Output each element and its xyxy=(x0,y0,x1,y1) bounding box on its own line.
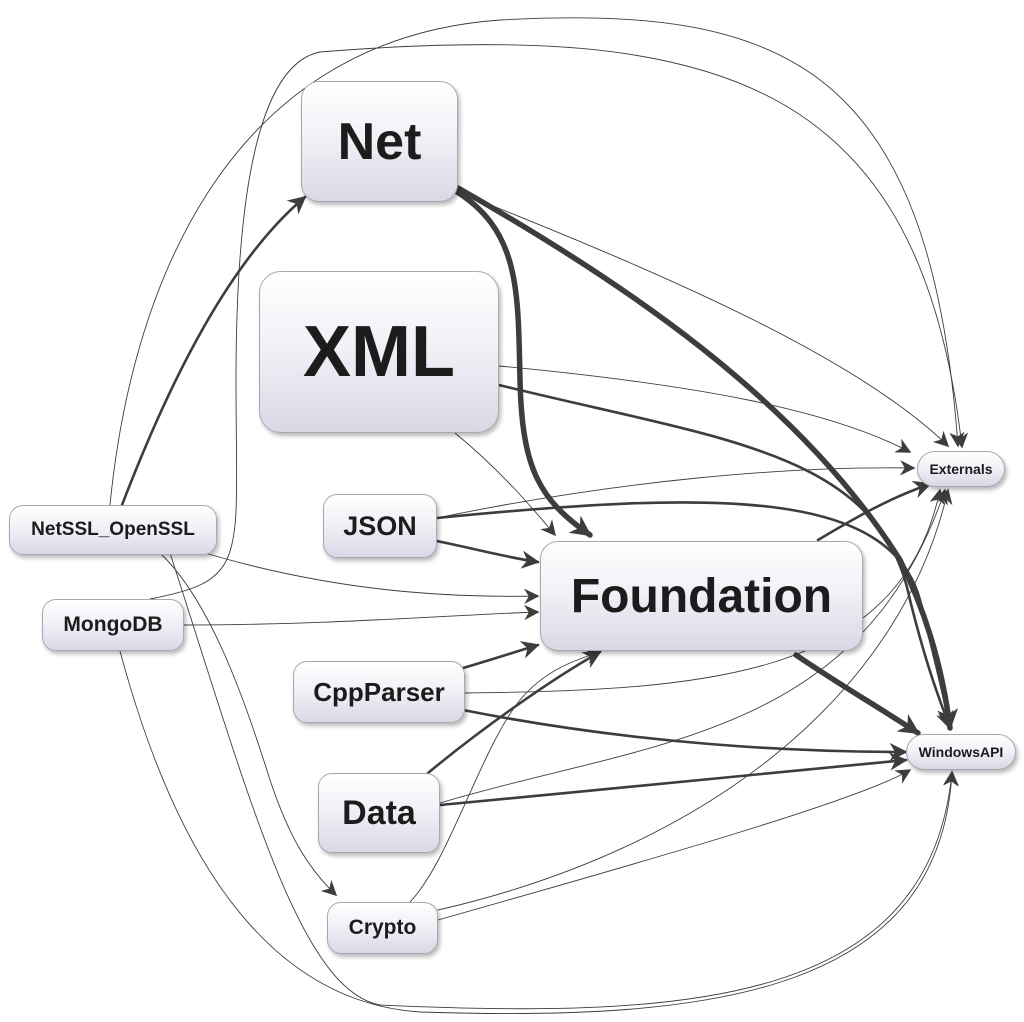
node-crypto[interactable]: Crypto xyxy=(327,902,438,954)
node-mongodb-label: MongoDB xyxy=(63,613,163,636)
node-windowsapi-label: WindowsAPI xyxy=(918,744,1004,760)
node-foundation[interactable]: Foundation xyxy=(540,541,863,651)
edge-xml-to-externals xyxy=(498,365,912,453)
edge-net-to-windowsapi xyxy=(455,185,959,731)
edge-json-to-externals xyxy=(436,460,916,519)
node-data-label: Data xyxy=(342,793,416,832)
edge-foundation-to-externals xyxy=(816,480,932,542)
node-netssl-openssl[interactable]: NetSSL_OpenSSL xyxy=(9,505,217,555)
edge-xml-to-foundation xyxy=(454,432,556,537)
edge-cppparser-to-windowsapi xyxy=(461,708,908,762)
node-windowsapi[interactable]: WindowsAPI xyxy=(906,734,1016,770)
edge-json-to-foundation xyxy=(435,539,540,569)
node-foundation-label: Foundation xyxy=(570,569,833,623)
node-cppparser-label: CppParser xyxy=(313,676,445,707)
node-json[interactable]: JSON xyxy=(323,494,437,558)
node-mongodb[interactable]: MongoDB xyxy=(42,599,184,651)
edge-crypto-to-externals xyxy=(437,488,953,911)
node-crypto-label: Crypto xyxy=(348,916,417,939)
node-net-label: Net xyxy=(337,112,422,171)
edge-netssl-openssl-to-crypto xyxy=(159,552,338,897)
node-json-label: JSON xyxy=(343,510,417,541)
edge-mongodb-to-net xyxy=(149,44,969,600)
edge-crypto-to-windowsapi xyxy=(437,769,912,921)
edge-foundation-to-windowsapi xyxy=(793,652,921,736)
node-netssl-openssl-label: NetSSL_OpenSSL xyxy=(31,519,195,540)
edge-crypto-to-foundation xyxy=(409,648,602,903)
edge-json-to-windowsapi xyxy=(435,501,957,730)
node-externals[interactable]: Externals xyxy=(917,451,1005,487)
node-data[interactable]: Data xyxy=(318,773,440,853)
edge-net-to-foundation xyxy=(451,187,593,538)
edge-data-to-windowsapi xyxy=(438,752,908,807)
edge-cppparser-to-externals xyxy=(464,488,945,694)
edge-xml-to-windowsapi xyxy=(497,383,954,730)
node-xml[interactable]: XML xyxy=(259,271,499,433)
node-net[interactable]: Net xyxy=(301,81,458,202)
edge-netssl-openssl-to-externals xyxy=(109,17,965,506)
edge-netssl-openssl-to-windowsapi xyxy=(169,552,959,1010)
edge-mongodb-to-windowsapi xyxy=(119,650,959,1015)
edge-mongodb-to-foundation xyxy=(183,604,540,626)
edge-data-to-externals xyxy=(439,488,948,804)
edge-netssl-openssl-to-foundation xyxy=(204,552,540,604)
edge-netssl-openssl-to-net xyxy=(120,195,307,507)
node-xml-label: XML xyxy=(303,312,455,392)
edge-cppparser-to-foundation xyxy=(461,641,540,670)
edge-net-to-externals xyxy=(457,191,950,448)
node-externals-label: Externals xyxy=(929,461,993,477)
node-cppparser[interactable]: CppParser xyxy=(293,661,465,723)
